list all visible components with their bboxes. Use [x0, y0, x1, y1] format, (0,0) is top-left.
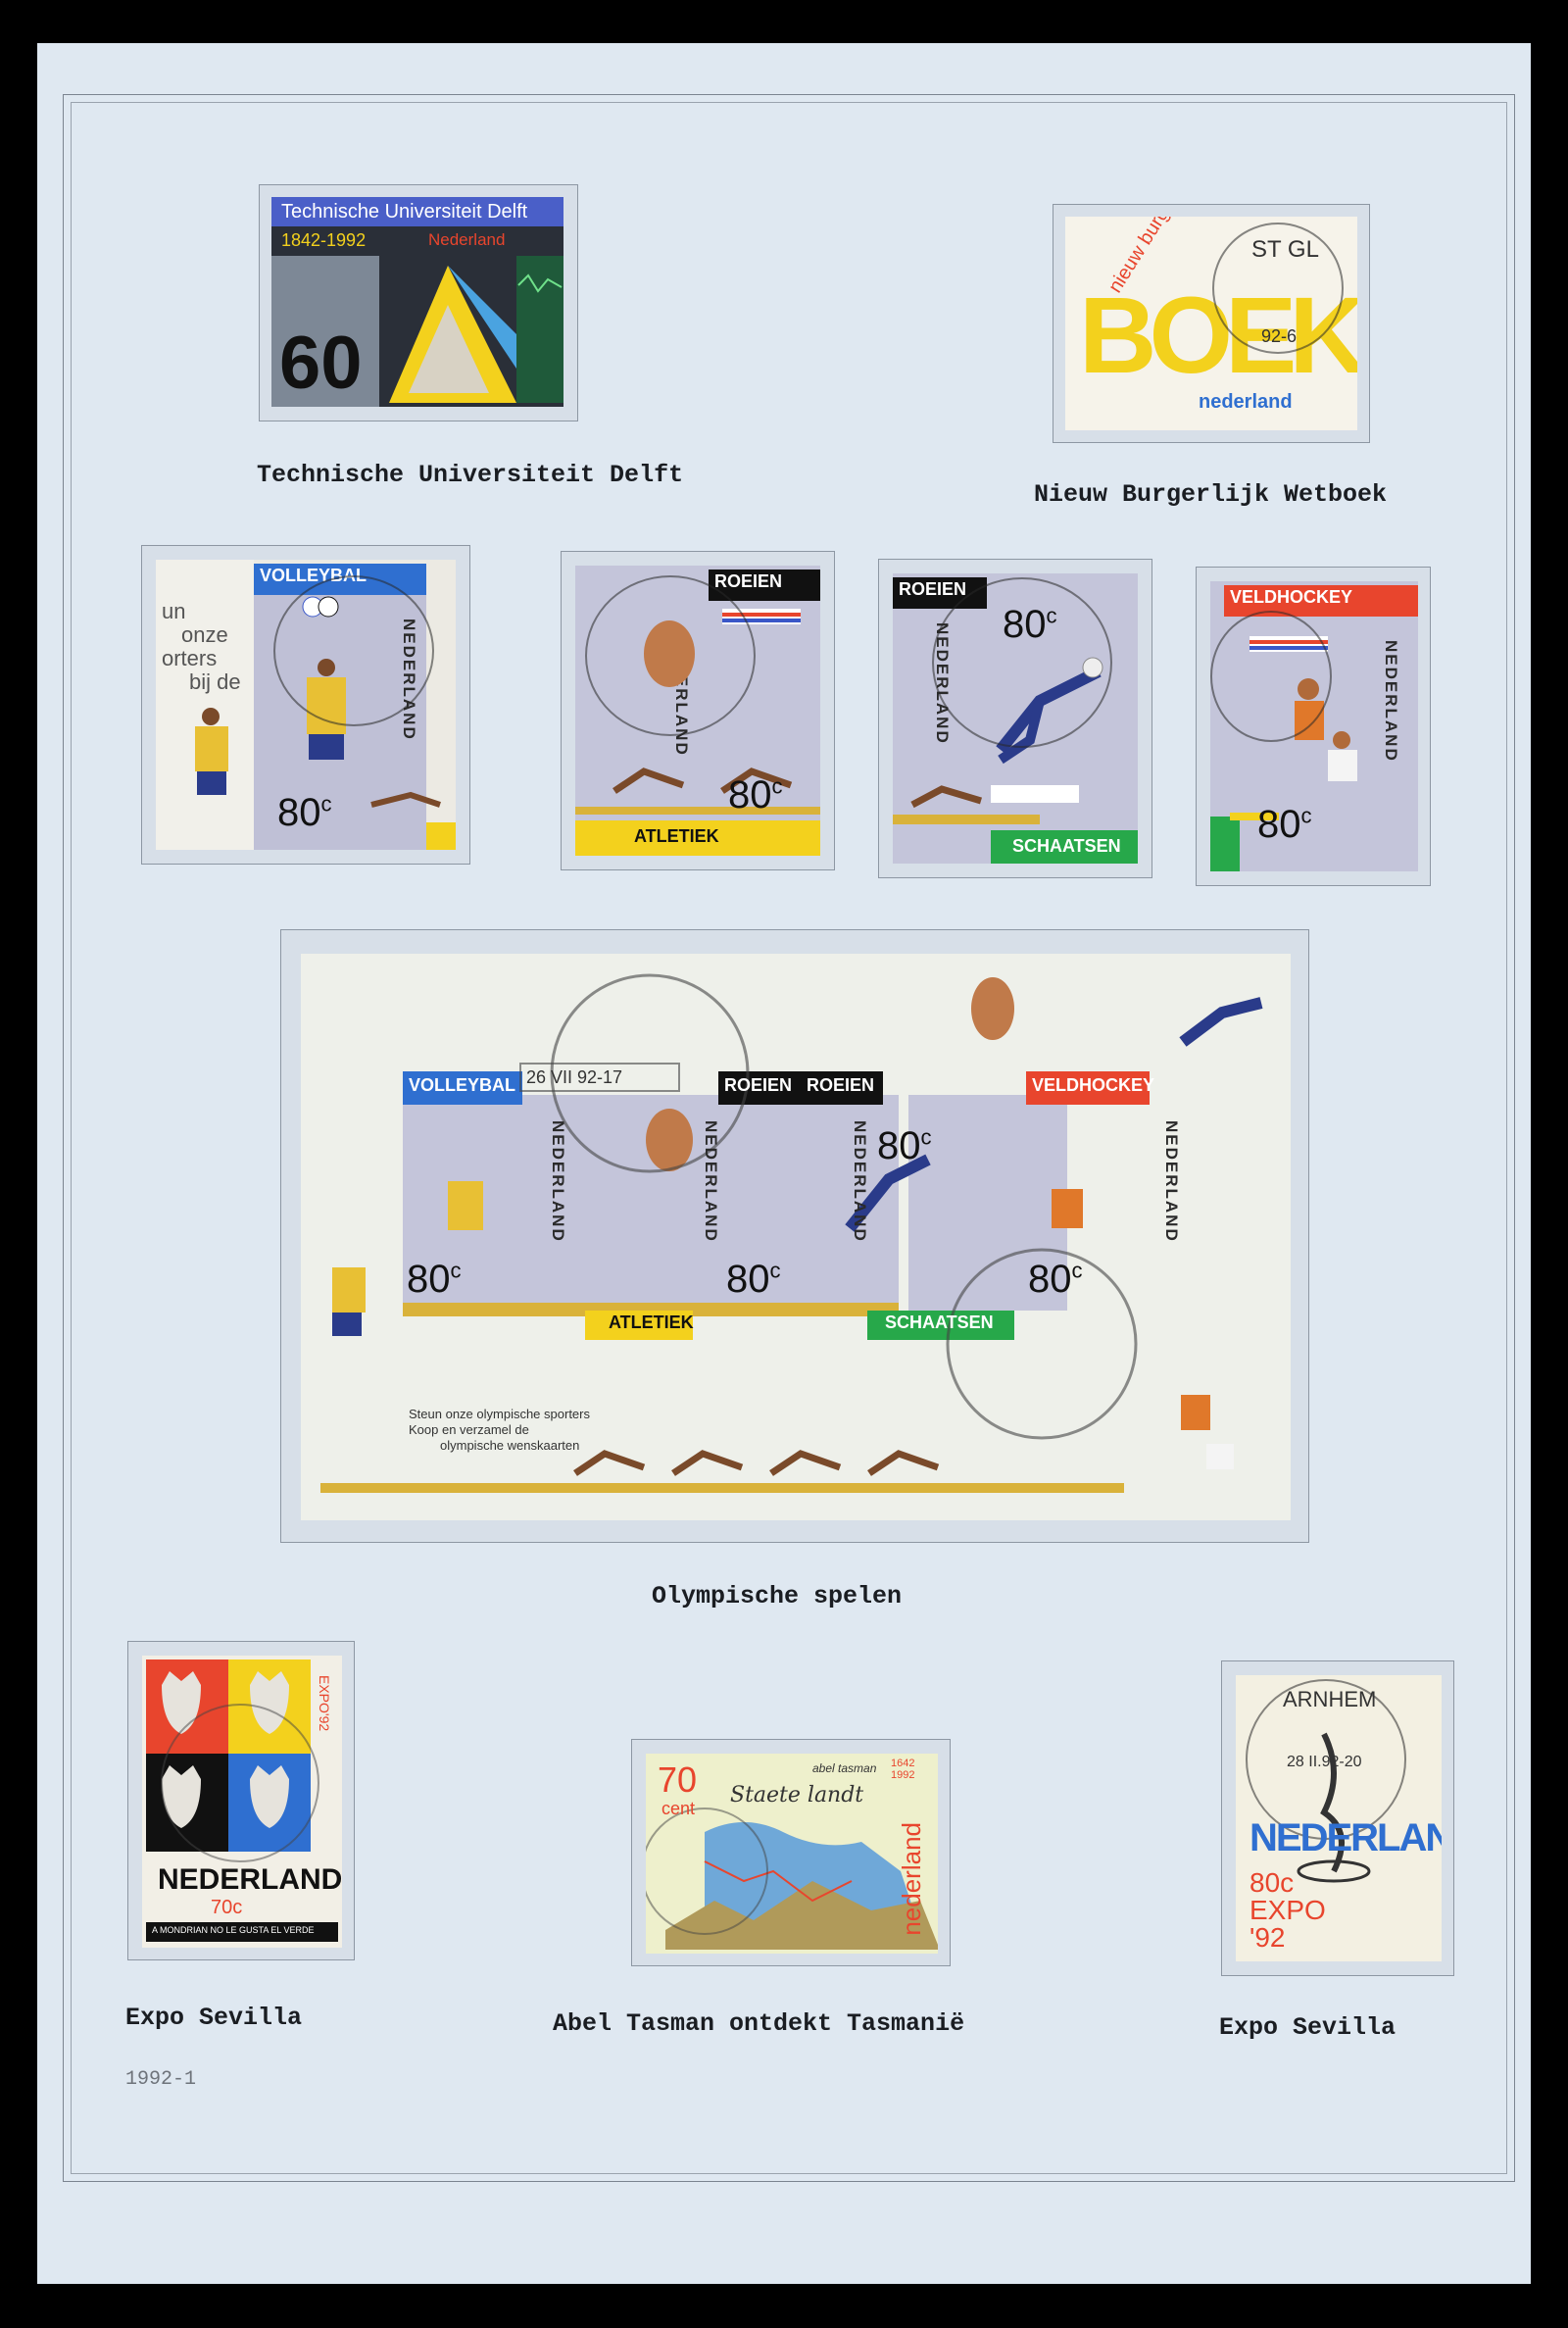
postmark: [273, 575, 434, 726]
souvenir-sheet[interactable]: VOLLEYBAL ROEIEN ROEIEN VELDHOCKEY ATLET…: [301, 954, 1291, 1520]
sheet-text: Koop en verzamel de: [409, 1422, 529, 1437]
stamp-mount-wetboek: BOEK nieuw burgerlijk wetboek ST GL 92-6…: [1053, 204, 1370, 443]
stamp-country: nederland: [897, 1822, 926, 1936]
tasmania-map-graphic: [646, 1808, 938, 1950]
page-number: 1992-1: [125, 2068, 197, 2091]
stamp-value: 80c: [877, 1124, 932, 1167]
stamp-value: 70: [658, 1759, 698, 1800]
caption-tasman: Abel Tasman ontdekt Tasmanië: [553, 2009, 965, 2038]
caption-expo1: Expo Sevilla: [125, 2004, 303, 2032]
stamp-value: 70c: [211, 1897, 243, 1918]
sport-band: VELDHOCKEY: [1032, 1075, 1155, 1095]
sheet-artwork: [320, 973, 1263, 1493]
stamp-value: 80c: [726, 1258, 781, 1301]
sport-label-bottom: SCHAATSEN: [885, 1313, 994, 1332]
postmark-date: 26 VII 92-17: [526, 1067, 623, 1087]
stamp-tasman[interactable]: 70 cent Staete landt abel tasman 1642 19…: [646, 1754, 938, 1954]
stamp-mount-expo1: EXPO'92 NEDERLAND 70c A MONDRIAN NO LE G…: [127, 1641, 355, 1960]
album-page: Technische Universiteit Delft 1842-1992 …: [37, 43, 1531, 2284]
expo-side-text: EXPO'92: [317, 1675, 332, 1732]
slogan-line: bij de: [189, 669, 241, 694]
stamp-mount-tasman: 70 cent Staete landt abel tasman 1642 19…: [631, 1739, 951, 1966]
stamp-value: 60: [279, 322, 363, 405]
tulip-graphic: [161, 1671, 319, 1862]
stamp-value: 80c: [1257, 803, 1312, 846]
stamp-mount-veldhockey: VELDHOCKEY NEDERLAND 80c: [1196, 567, 1431, 886]
stamp-veldhockey[interactable]: VELDHOCKEY NEDERLAND 80c: [1210, 581, 1418, 871]
sport-band: VOLLEYBAL: [409, 1075, 516, 1095]
stamp-country: NEDERLAND: [158, 1863, 342, 1896]
caption-wetboek: Nieuw Burgerlijk Wetboek: [1034, 480, 1388, 509]
delft-pyramid-graphic: [271, 256, 564, 407]
slogan-line: orters: [162, 646, 218, 670]
stamp-value: 80c: [728, 773, 783, 817]
expo-year: '92: [1250, 1922, 1286, 1953]
stamp-value: 80c: [1250, 1867, 1295, 1898]
sport-band: ROEIEN: [724, 1075, 793, 1095]
postmark: [585, 575, 756, 736]
sport-label-bottom: ATLETIEK: [634, 826, 719, 846]
stamp-delft[interactable]: Technische Universiteit Delft 1842-1992 …: [271, 197, 564, 407]
stamp-mount-schaatsen: ROEIEN NEDERLAND 80c SCHAATSEN: [878, 559, 1152, 878]
sport-band: ROEIEN: [709, 570, 820, 601]
stamp-name: abel tasman: [812, 1761, 877, 1775]
postmark: [1246, 1679, 1406, 1840]
country-vertical: NEDERLAND: [1162, 1120, 1181, 1243]
postmark-date: 28 II.92-20: [1287, 1754, 1362, 1770]
stamp-value: 80c: [1028, 1258, 1083, 1301]
stamp-wetboek[interactable]: BOEK nieuw burgerlijk wetboek ST GL 92-6…: [1065, 217, 1357, 430]
stamp-title: Technische Universiteit Delft: [281, 201, 528, 223]
stamp-mount-volleybal: un onze orters bij de VOLLEYBAL NEDERLAN…: [141, 545, 470, 865]
stamp-expo1[interactable]: EXPO'92 NEDERLAND 70c A MONDRIAN NO LE G…: [142, 1656, 342, 1948]
slogan-line: un: [162, 599, 186, 623]
stamp-country: NEDERLAND: [1250, 1816, 1442, 1859]
stamp-schaatsen[interactable]: ROEIEN NEDERLAND 80c SCHAATSEN: [893, 573, 1138, 864]
postmark: [1210, 611, 1332, 742]
country-vertical: NEDERLAND: [702, 1120, 720, 1243]
slogan-line: onze: [181, 622, 228, 647]
stamp-value: 80c: [277, 791, 332, 834]
sheet-text: olympische wenskaarten: [440, 1438, 580, 1453]
stamp-mount-expo2: ARNHEM 28 II.92-20 NEDERLAND 80c EXPO '9…: [1221, 1660, 1454, 1976]
map-script: Staete landt: [730, 1783, 864, 1808]
country-vertical: NEDERLAND: [851, 1120, 869, 1243]
sport-band: ROEIEN: [807, 1075, 875, 1095]
caption-delft: Technische Universiteit Delft: [257, 461, 684, 489]
country-vertical: NEDERLAND: [1382, 640, 1400, 763]
stamp-expo2[interactable]: ARNHEM 28 II.92-20 NEDERLAND 80c EXPO '9…: [1236, 1675, 1442, 1961]
page-border-outer: [63, 94, 1515, 2182]
expo-sculpture-graphic: [1297, 1732, 1371, 1883]
stamp-mount-delft: Technische Universiteit Delft 1842-1992 …: [259, 184, 578, 421]
stamp-motto: A MONDRIAN NO LE GUSTA EL VERDE: [152, 1925, 315, 1935]
postmark-place: ARNHEM: [1283, 1687, 1377, 1711]
country-vertical: NEDERLAND: [549, 1120, 567, 1243]
stamp-mount-roeien: ROEIEN ATLETIEK NEDERLAND 80c: [561, 551, 835, 870]
stamp-years: 1842-1992: [281, 230, 367, 250]
postmark: [1212, 223, 1344, 354]
expo-label: EXPO: [1250, 1895, 1326, 1925]
caption-olympic: Olympische spelen: [652, 1582, 903, 1610]
sport-label-bottom: ATLETIEK: [609, 1313, 694, 1332]
page-border-inner: [71, 102, 1507, 2174]
stamp-country: nederland: [1199, 391, 1293, 413]
stamp-volleybal[interactable]: un onze orters bij de VOLLEYBAL NEDERLAN…: [156, 560, 456, 850]
stamp-roeien[interactable]: ROEIEN ATLETIEK NEDERLAND 80c: [575, 566, 820, 856]
stamp-value: 80c: [407, 1258, 462, 1301]
sheet-text: Steun onze olympische sporters: [409, 1407, 590, 1421]
stamp-years: 1642 1992: [891, 1758, 915, 1781]
sport-band: VELDHOCKEY: [1224, 585, 1418, 617]
caption-expo2: Expo Sevilla: [1219, 2013, 1396, 2042]
postmark-place: ST GL: [1251, 236, 1319, 263]
sport-label-bottom: SCHAATSEN: [1012, 836, 1121, 856]
stamp-country: Nederland: [428, 230, 506, 249]
postmark: [932, 577, 1112, 748]
postmark-date: 92-6: [1261, 326, 1298, 346]
stamp-unit: cent: [662, 1799, 696, 1818]
souvenir-sheet-mount: VOLLEYBAL ROEIEN ROEIEN VELDHOCKEY ATLET…: [280, 929, 1309, 1543]
